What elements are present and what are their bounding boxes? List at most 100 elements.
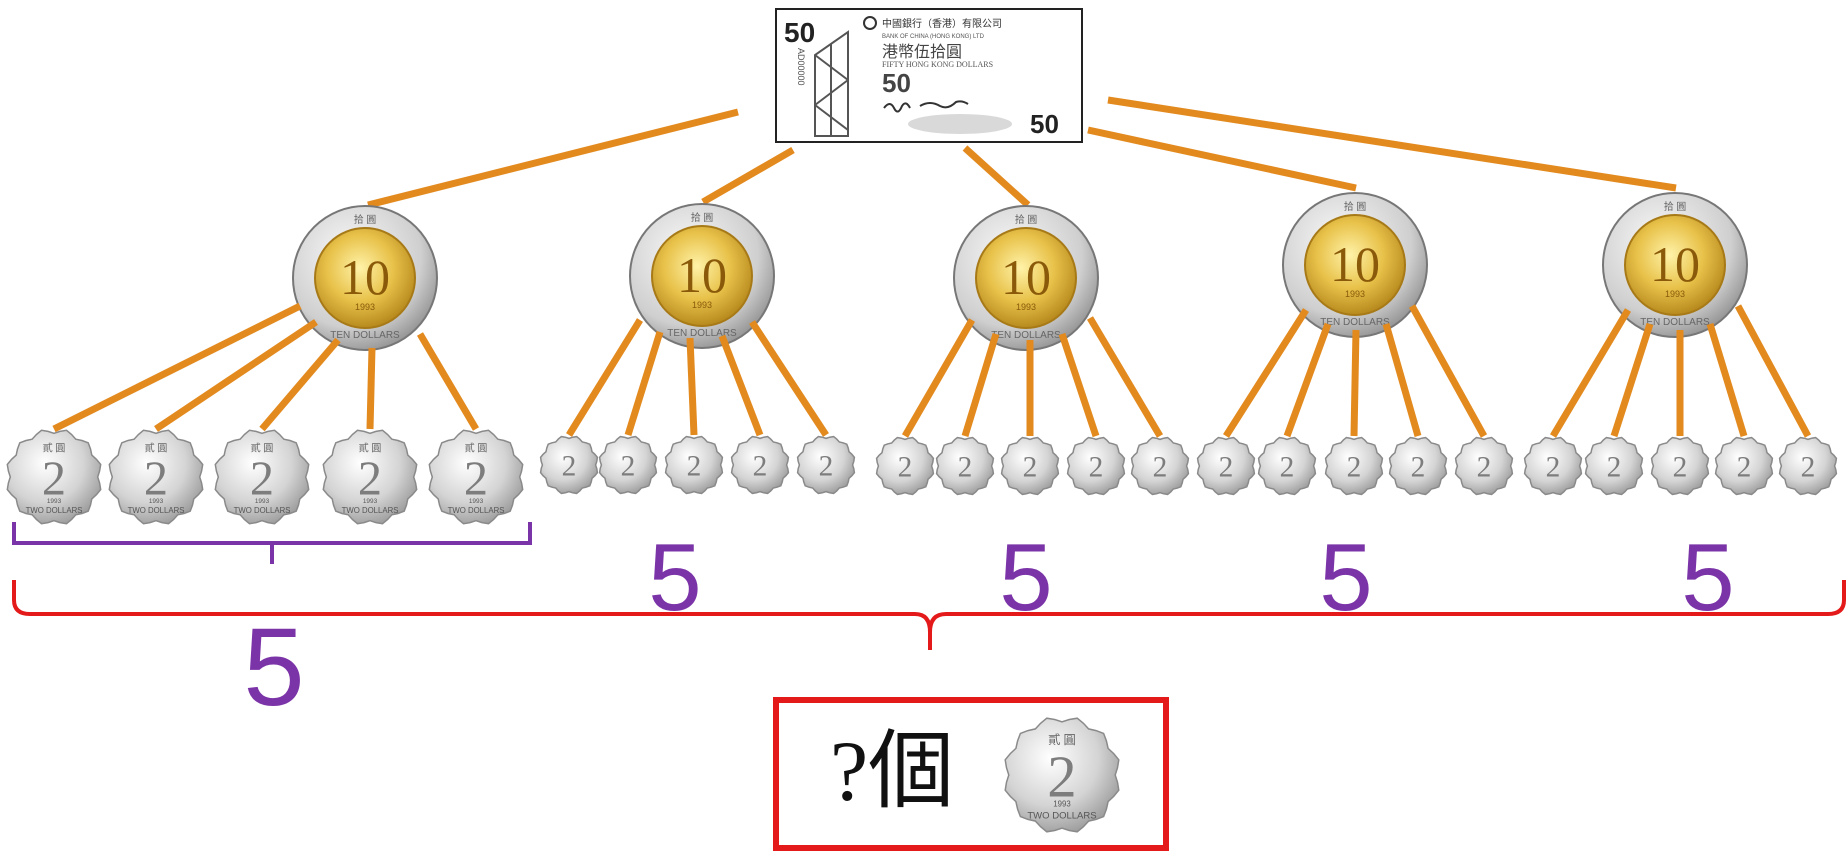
ten-coin-year: 1993	[1345, 289, 1365, 299]
two-coin-value: 2	[1047, 744, 1076, 809]
signature-mark	[883, 100, 969, 113]
coin-connector-line	[1350, 329, 1360, 437]
connector-lines	[367, 96, 1677, 209]
two-coin-value: 2	[687, 451, 702, 483]
two-coin-value: 2	[898, 452, 913, 484]
two-coin-value: 2	[1673, 452, 1688, 484]
two-dollar-coin: 2	[1257, 436, 1317, 496]
ten-coin-label: TEN DOLLARS	[330, 330, 400, 341]
two-dollar-coin: 2	[1000, 436, 1060, 496]
first-group-count: 5	[243, 606, 304, 729]
two-coin-value: 2	[1153, 452, 1168, 484]
coin-connector-line	[416, 332, 480, 431]
ten-coin-label: TEN DOLLARS	[991, 330, 1061, 341]
group-count-3: 5	[999, 524, 1052, 631]
two-coin-value: 2	[819, 451, 834, 483]
banknote-value-top: 50	[784, 17, 815, 48]
two-coin-label: TWO DOLLARS	[448, 506, 505, 515]
coin-connector-line	[718, 334, 764, 437]
coin-connector-line	[366, 347, 376, 430]
ten-coin-value: 10	[1001, 249, 1051, 305]
two-dollar-coin: 2	[935, 436, 995, 496]
two-coin-value: 2	[562, 451, 577, 483]
banknote-name-en: FIFTY HONG KONG DOLLARS	[882, 60, 993, 69]
two-dollar-coin: 2	[730, 435, 790, 495]
bank-logo-icon	[863, 16, 877, 30]
coin-connector-line	[566, 318, 643, 437]
coin-connector-line	[961, 332, 1000, 438]
two-coin-year: 1993	[469, 498, 484, 505]
two-dollar-coin: 2	[539, 435, 599, 495]
two-dollar-coin: 2	[875, 436, 935, 496]
two-coin-cn: 貳 圓	[359, 442, 382, 455]
two-dollar-coin: 2	[1388, 436, 1448, 496]
ten-coin-cn: 拾 圓	[691, 211, 714, 224]
question-text: ?個	[830, 723, 954, 819]
two-coin-year: 1993	[47, 498, 62, 505]
fifty-dollar-banknote: 50 AD00000 中國銀行（香港）有限公司 BANK OF CHINA (H…	[775, 8, 1083, 143]
coin-connector-line	[624, 330, 664, 437]
two-coin-value: 2	[42, 452, 66, 505]
two-coin-label: TWO DOLLARS	[128, 506, 185, 515]
two-dollar-coin: 2	[1650, 436, 1710, 496]
two-coin-value: 2	[1023, 452, 1038, 484]
group-count-4: 5	[1319, 524, 1372, 631]
coin-connector-line	[154, 319, 318, 432]
coin-connector-line	[1382, 323, 1422, 437]
two-coin-value: 2	[1737, 452, 1752, 484]
ten-coin-year: 1993	[692, 300, 712, 310]
two-dollar-coin: 2	[1714, 436, 1774, 496]
two-coin-year: 1993	[255, 498, 270, 505]
bank-name-cn: 中國銀行（香港）有限公司	[882, 17, 1002, 30]
banknote-value-bottom: 50	[1030, 109, 1059, 139]
two-coin-value: 2	[1411, 452, 1426, 484]
two-coin-value: 2	[250, 452, 274, 505]
group-count-2: 5	[648, 524, 701, 631]
ten-coin-year: 1993	[1665, 289, 1685, 299]
two-coin-year: 1993	[363, 498, 378, 505]
banknote-name-cn: 港幣伍拾圓	[882, 43, 962, 61]
total-brace	[12, 580, 1846, 650]
banknote-value-center: 50	[882, 68, 911, 98]
two-dollar-coin: 2	[1066, 436, 1126, 496]
bank-tower-icon	[814, 30, 849, 137]
ten-coin-label: TEN DOLLARS	[667, 328, 737, 339]
two-dollar-coin: 2	[1523, 436, 1583, 496]
ten-coin-cn: 拾 圓	[354, 213, 377, 226]
coin-connector-line	[1610, 322, 1654, 438]
coin-connector-line	[1086, 316, 1164, 438]
two-coin-value: 2	[464, 452, 488, 505]
two-coin-value: 2	[1280, 452, 1295, 484]
coin-connector-line	[1223, 308, 1309, 438]
coin-connector-line	[749, 320, 829, 437]
bank-name-en: BANK OF CHINA (HONG KONG) LTD	[882, 34, 985, 40]
two-dollar-coin: 2	[796, 435, 856, 495]
two-dollar-coin: 2	[1324, 436, 1384, 496]
coin-connector-line	[259, 337, 341, 432]
two-coin-value: 2	[753, 451, 768, 483]
two-coin-value: 2	[958, 452, 973, 484]
coin-connector-line	[1734, 304, 1812, 438]
two-coin-value: 2	[621, 451, 636, 483]
two-coin-value: 2	[358, 452, 382, 505]
ten-coin-label: TEN DOLLARS	[1320, 317, 1390, 328]
two-coin-cn: 貳 圓	[251, 442, 274, 455]
two-coin-value: 2	[1219, 452, 1234, 484]
ten-coin-year: 1993	[1016, 302, 1036, 312]
group-count-5: 5	[1681, 524, 1734, 631]
two-coin-value: 2	[1089, 452, 1104, 484]
two-coin-label: TWO DOLLARS	[342, 506, 399, 515]
ten-coin-cn: 拾 圓	[1015, 213, 1038, 226]
ten-coin-value: 10	[677, 247, 727, 303]
ten-coin-cn: 拾 圓	[1664, 200, 1687, 213]
